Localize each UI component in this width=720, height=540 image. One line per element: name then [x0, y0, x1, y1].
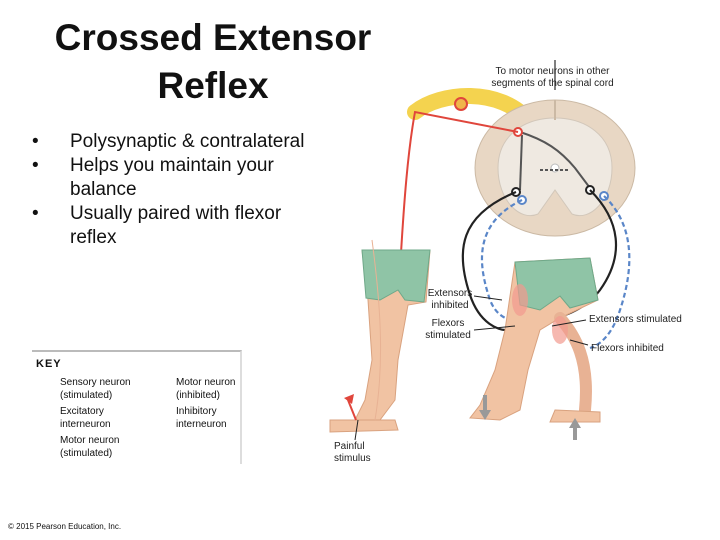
- title-line-1: Crossed Extensor: [54, 17, 372, 58]
- painful-stimulus-icon: [347, 399, 357, 421]
- leader-line: [473, 325, 516, 331]
- left-foot: [329, 419, 399, 433]
- diagram-key: KEY Sensory neuron (stimulated) Excitato…: [32, 350, 242, 464]
- arrow-up-head-icon: [569, 418, 581, 428]
- bullet-list: •Polysynaptic & contralateral •Helps you…: [30, 130, 330, 250]
- arrow-down-head-icon: [479, 410, 491, 420]
- label-painful-stimulus: Painful stimulus: [334, 441, 371, 464]
- right-foot: [549, 409, 601, 423]
- bullet-icon: •: [32, 203, 39, 224]
- label-extensors-inhibited: Extensors inhibited: [427, 288, 473, 311]
- motor-neuron-inhibited-left: [480, 199, 523, 322]
- leader-line: [569, 339, 589, 346]
- leader-line: [354, 419, 359, 441]
- key-item-excitatory: Excitatory interneuron: [60, 406, 111, 430]
- title-line-2: Reflex: [157, 65, 269, 106]
- bullet-item: •Polysynaptic & contralateral: [32, 131, 305, 152]
- slide-title: Crossed Extensor Reflex: [28, 14, 398, 110]
- label-flexors-stimulated: Flexors stimulated: [425, 318, 471, 341]
- dorsal-root-ganglion: [454, 97, 468, 111]
- key-item-motor-inhibited: Motor neuron (inhibited): [176, 377, 236, 401]
- key-title: KEY: [36, 358, 62, 370]
- left-leg-contour: [371, 239, 382, 421]
- label-extensors-stimulated: Extensors stimulated: [589, 314, 682, 325]
- flexor-muscle-right: [552, 316, 568, 344]
- extensor-muscle-left: [512, 284, 528, 316]
- key-item-motor-stimulated: Motor neuron (stimulated): [60, 435, 120, 459]
- left-shorts: [361, 249, 431, 303]
- bullet-icon: •: [32, 155, 39, 176]
- label-flexors-inhibited: Flexors inhibited: [591, 343, 664, 354]
- tack-icon: [344, 394, 354, 404]
- interneuron-path: [519, 134, 523, 191]
- copyright-credit: © 2015 Pearson Education, Inc.: [8, 522, 122, 531]
- interneuron-path: [519, 131, 591, 189]
- motor-neuron-stimulated-left: [461, 190, 517, 332]
- bullet-item: •Usually paired with flexor reflex: [32, 203, 282, 248]
- label-motor-other-segments: To motor neurons in other segments of th…: [491, 66, 614, 89]
- motor-neuron-inhibited-right: [589, 195, 631, 350]
- key-item-sensory: Sensory neuron (stimulated): [60, 377, 131, 401]
- leader-line: [551, 319, 587, 327]
- bullet-icon: •: [32, 131, 39, 152]
- key-item-inhibitory: Inhibitory interneuron: [176, 406, 227, 430]
- bullet-item: •Helps you maintain your balance: [32, 155, 274, 200]
- leader-line: [473, 295, 503, 301]
